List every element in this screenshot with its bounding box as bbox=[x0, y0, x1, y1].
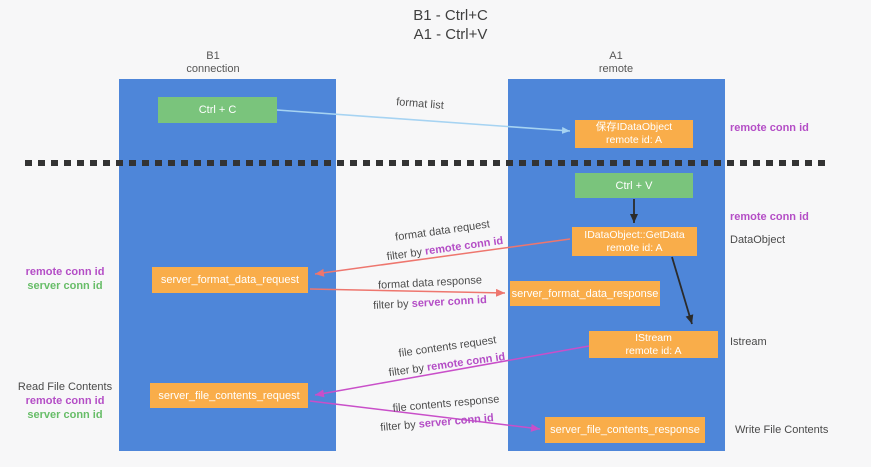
edge-label-format-data-response: format data response bbox=[377, 274, 483, 292]
edge-label-format-list: format list bbox=[395, 96, 445, 112]
filter-prefix: filter by bbox=[379, 418, 420, 434]
box-save-dataobject-line1: 保存IDataObject bbox=[595, 121, 673, 133]
annotation-read-file-contents: Read File Contents bbox=[17, 381, 113, 393]
diagram-title: B1 - Ctrl+C A1 - Ctrl+V bbox=[0, 6, 871, 44]
box-istream-line2: remote id: A bbox=[625, 344, 682, 357]
phase-separator-dashed-line bbox=[25, 160, 831, 166]
annotation-dataobject: DataObject bbox=[730, 234, 786, 246]
box-server-format-data-request: server_format_data_request bbox=[152, 267, 308, 293]
filter-key-remote-conn-id: remote conn id bbox=[424, 234, 504, 258]
lane-header-b1: B1 connection bbox=[153, 50, 273, 76]
annotation-bottom-left-conn-ids: remote conn id server conn id bbox=[10, 394, 120, 422]
box-ctrl-v: Ctrl + V bbox=[575, 173, 693, 198]
box-file-request-label: server_file_contents_request bbox=[158, 389, 300, 402]
box-istream: IStream remote id: A bbox=[589, 331, 718, 358]
title-line-2: A1 - Ctrl+V bbox=[413, 26, 488, 43]
annotation-remote-conn-id-mid: remote conn id bbox=[730, 211, 809, 223]
box-istream-line1: IStream bbox=[635, 331, 672, 344]
box-file-response-label: server_file_contents_response bbox=[550, 424, 700, 436]
lane-a1-subtitle: remote bbox=[598, 63, 634, 75]
edge-label-format-data-response-filter: filter by server conn id bbox=[340, 292, 520, 313]
bottom-left-remote-conn-id: remote conn id bbox=[25, 395, 105, 407]
box-format-response-label: server_format_data_response bbox=[511, 287, 659, 300]
box-getdata-line2: remote id: A bbox=[606, 241, 663, 254]
filter-prefix: filter by bbox=[386, 245, 426, 264]
annotation-istream: Istream bbox=[730, 336, 767, 348]
title-line-1: B1 - Ctrl+C bbox=[413, 7, 488, 24]
box-getdata-line1: IDataObject::GetData bbox=[584, 228, 685, 241]
filter-prefix: filter by bbox=[372, 297, 412, 312]
box-ctrl-v-label: Ctrl + V bbox=[615, 179, 653, 192]
box-save-dataobject-line2: remote id: A bbox=[605, 134, 663, 146]
lane-a1-title: A1 bbox=[609, 50, 623, 62]
mid-left-remote-conn-id: remote conn id bbox=[25, 266, 105, 278]
box-format-request-label: server_format_data_request bbox=[160, 274, 300, 286]
annotation-write-file-contents: Write File Contents bbox=[735, 424, 829, 436]
box-server-file-contents-request: server_file_contents_request bbox=[150, 383, 308, 408]
bottom-left-server-conn-id: server conn id bbox=[27, 409, 103, 421]
filter-key-server-conn-id: server conn id bbox=[411, 294, 488, 310]
filter-key-server-conn-id: server conn id bbox=[418, 412, 495, 431]
annotation-mid-left-conn-ids: remote conn id server conn id bbox=[10, 265, 120, 293]
box-save-dataobject: 保存IDataObject remote id: A bbox=[575, 120, 693, 148]
box-idataobject-getdata: IDataObject::GetData remote id: A bbox=[572, 227, 697, 256]
mid-left-server-conn-id: server conn id bbox=[27, 280, 103, 292]
box-server-file-contents-response: server_file_contents_response bbox=[545, 417, 705, 443]
box-server-format-data-response: server_format_data_response bbox=[510, 281, 660, 306]
box-ctrl-c-label: Ctrl + C bbox=[198, 104, 237, 116]
lane-b1-title: B1 bbox=[206, 50, 220, 62]
lane-header-a1: A1 remote bbox=[556, 50, 676, 76]
box-ctrl-c: Ctrl + C bbox=[158, 97, 277, 123]
annotation-remote-conn-id-top: remote conn id bbox=[730, 122, 809, 134]
filter-prefix: filter by bbox=[388, 361, 428, 380]
lane-b1-subtitle: connection bbox=[186, 63, 240, 75]
